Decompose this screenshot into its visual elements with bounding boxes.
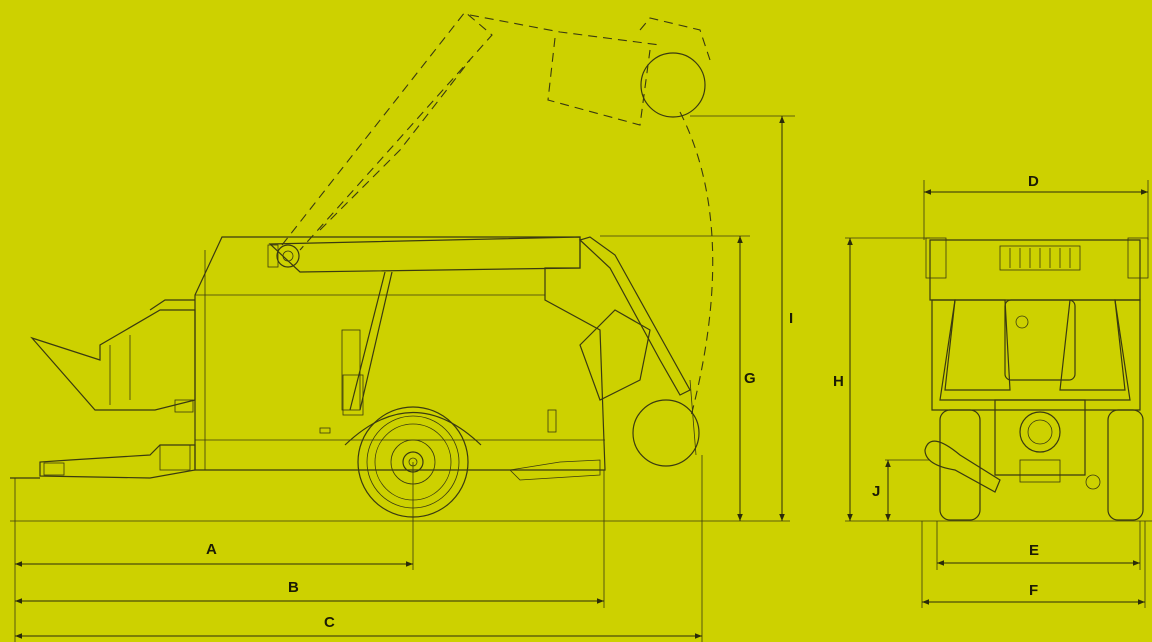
side-dimensions	[14, 115, 795, 642]
front-arm	[509, 236, 700, 481]
front-dimensions	[845, 180, 1149, 608]
front-body	[925, 237, 1149, 483]
dimension-label-i: I	[789, 310, 793, 327]
vent-grille	[999, 245, 1081, 271]
rear-hopper	[30, 299, 196, 413]
dimension-label-h: H	[833, 373, 844, 390]
dimension-label-c: C	[324, 614, 335, 631]
front-view: D H J E F	[833, 173, 1152, 608]
front-wheels	[924, 409, 1144, 521]
side-view: A B C G I	[10, 11, 795, 642]
dimension-label-f: F	[1029, 582, 1038, 599]
dimension-label-d: D	[1028, 173, 1039, 190]
dimension-label-g: G	[744, 370, 756, 387]
drawbar	[10, 444, 196, 479]
dimension-label-a: A	[206, 541, 217, 558]
dimension-label-j: J	[872, 483, 880, 500]
dimension-label-b: B	[288, 579, 299, 596]
machine-body	[194, 236, 606, 471]
boom-arm	[267, 236, 581, 416]
raised-position-outline	[281, 11, 714, 421]
dimension-label-e: E	[1029, 542, 1039, 559]
